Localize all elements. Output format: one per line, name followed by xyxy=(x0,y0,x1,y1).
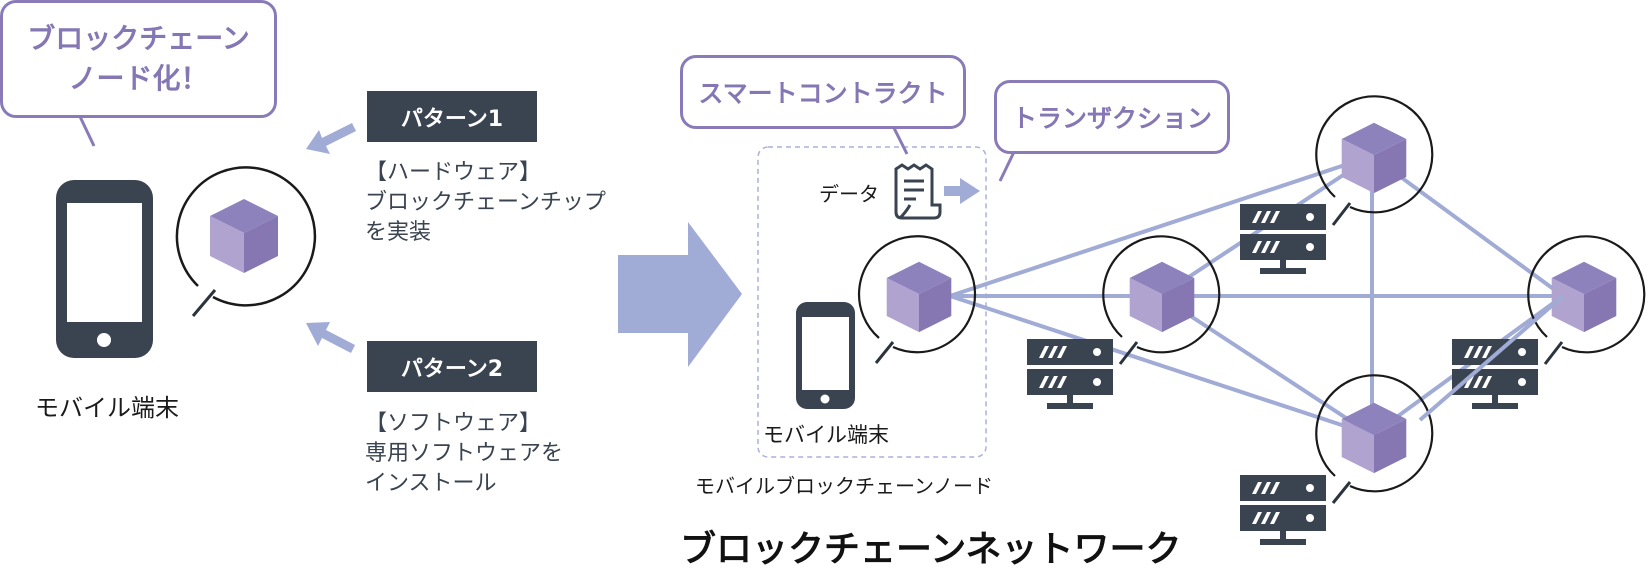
network-node-center xyxy=(1102,235,1221,365)
mobile-blockchain-node-label: モバイルブロックチェーンノード xyxy=(695,474,993,498)
pattern2-description: 【ソフトウェア】 専用ソフトウェアを インストール xyxy=(365,411,564,496)
callout-tail xyxy=(998,151,1016,182)
pattern2-tag: パターン2 xyxy=(367,341,537,392)
arrow-pattern1-icon xyxy=(306,123,356,154)
node-callout: ブロックチェーン ノード化！ xyxy=(0,0,277,118)
data-send-arrow-icon xyxy=(944,178,980,204)
mobile-phone-icon xyxy=(56,180,153,358)
transaction-callout: トランザクション xyxy=(994,80,1230,154)
server-icon xyxy=(1240,475,1326,545)
cube-icon xyxy=(210,199,278,273)
mobile-device-label: モバイル端末 xyxy=(35,394,179,422)
pattern1-description: 【ハードウェア】 ブロックチェーンチップ を実装 xyxy=(365,160,606,245)
big-right-arrow-icon xyxy=(618,222,742,367)
server-icon xyxy=(1452,339,1538,409)
server-icon xyxy=(1240,204,1326,274)
arrow-pattern2-icon xyxy=(306,322,355,353)
network-links xyxy=(949,154,1565,437)
mobile-phone-small-icon xyxy=(796,302,855,409)
mobile-node-group-border xyxy=(757,146,987,458)
data-label: データ xyxy=(819,182,879,206)
callout-tail xyxy=(891,125,909,155)
mobile-device-small-label: モバイル端末 xyxy=(763,423,889,447)
smart-contract-callout: スマートコントラクト xyxy=(680,55,966,129)
network-node-bottom xyxy=(1315,374,1434,504)
pattern1-tag: パターン1 xyxy=(367,91,537,142)
network-title: ブロックチェーンネットワーク xyxy=(680,529,1182,570)
network-node-top xyxy=(1315,95,1434,226)
cube-icon xyxy=(886,261,952,333)
document-icon xyxy=(894,163,942,220)
network-link xyxy=(1418,294,1565,422)
server-icon xyxy=(1027,339,1113,409)
network-node-right xyxy=(1527,235,1646,365)
mobile-node-bubble xyxy=(857,235,977,364)
blockchain-node-bubble xyxy=(175,166,317,317)
